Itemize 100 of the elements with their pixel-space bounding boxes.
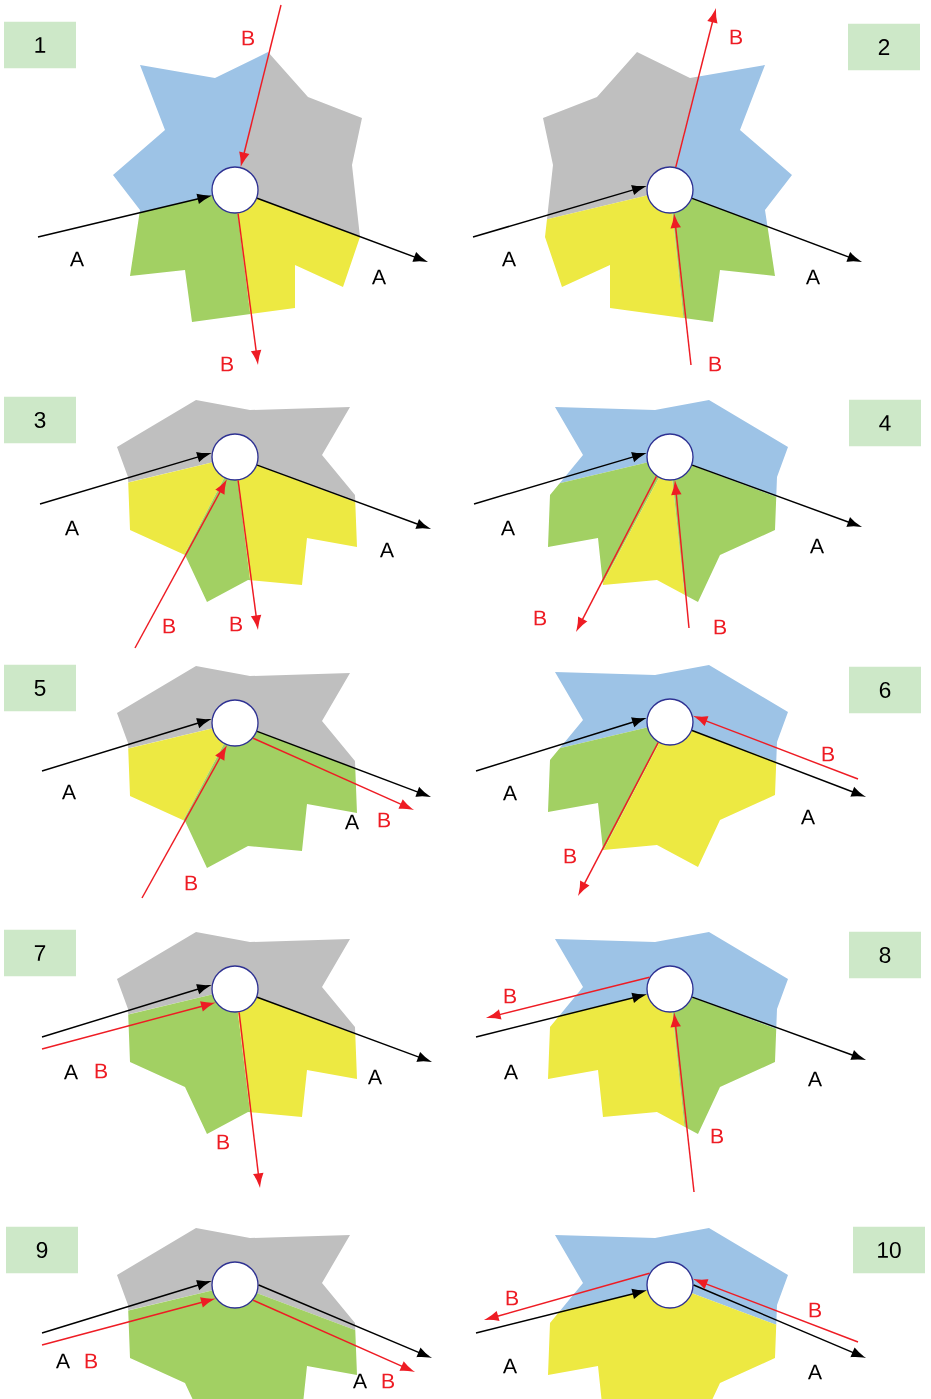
edge-label: A <box>807 1364 823 1380</box>
edge-label: B <box>163 618 175 634</box>
arrow <box>576 475 658 630</box>
edge-label: B <box>506 1290 518 1306</box>
arrow <box>486 1272 651 1321</box>
edge-label: A <box>805 269 821 285</box>
edge-label: B <box>809 1302 821 1318</box>
edge-label: B <box>230 616 242 632</box>
arrow <box>134 481 227 649</box>
arrow <box>141 747 227 899</box>
edge-label: B <box>504 988 516 1004</box>
edge-label: A <box>371 269 387 285</box>
number-box: 2 <box>848 23 920 71</box>
edge-label: A <box>55 1353 71 1369</box>
arrow <box>37 194 210 238</box>
edge-label: B <box>85 1353 97 1369</box>
edge-label: B <box>730 29 742 45</box>
arrow <box>252 737 412 810</box>
arrow <box>670 1014 695 1193</box>
edge-label: B <box>382 1373 394 1389</box>
circle <box>646 965 694 1013</box>
number-box: 1 <box>4 21 76 69</box>
arrow <box>475 717 645 772</box>
arrow <box>41 1001 214 1050</box>
edge-label: B <box>534 610 546 626</box>
arrow <box>691 464 860 527</box>
edge-label: A <box>61 784 77 800</box>
edge-label: A <box>500 520 516 536</box>
number-box: 8 <box>849 931 921 979</box>
edge-label: B <box>709 356 721 372</box>
edge-label: A <box>379 542 395 558</box>
arrow <box>256 197 426 262</box>
arrow <box>237 479 261 628</box>
circle <box>646 698 694 746</box>
arrow <box>473 452 645 505</box>
number-box: 4 <box>849 399 921 447</box>
edge-label: B <box>242 30 254 46</box>
circle <box>211 166 259 214</box>
number-box: 6 <box>849 666 921 714</box>
edge-label: A <box>352 1373 368 1389</box>
circle <box>646 1261 694 1309</box>
arrow <box>239 4 282 165</box>
edge-label: B <box>822 746 834 762</box>
arrow <box>475 1289 645 1334</box>
arrow <box>256 730 429 797</box>
arrow <box>41 1297 214 1346</box>
edge-label: A <box>69 251 85 267</box>
arrow <box>256 996 430 1062</box>
circle <box>211 433 259 481</box>
edge-label: A <box>501 251 517 267</box>
arrow <box>695 1279 859 1343</box>
number-box: 10 <box>853 1226 925 1274</box>
edge-label: A <box>503 1064 519 1080</box>
arrow <box>692 1284 864 1358</box>
edge-label: B <box>95 1063 107 1079</box>
number-box: 7 <box>4 929 76 977</box>
number-box: 5 <box>4 664 76 712</box>
edge-label: B <box>221 356 233 372</box>
edge-label: A <box>502 1358 518 1374</box>
edge-label: B <box>217 1134 229 1150</box>
arrow <box>41 1280 210 1334</box>
edge-label: A <box>809 538 825 554</box>
arrow <box>691 197 860 262</box>
arrow <box>670 215 692 366</box>
edge-label: A <box>64 520 80 536</box>
circle <box>646 433 694 481</box>
arrow <box>675 10 718 168</box>
edge-label: A <box>807 1071 823 1087</box>
arrow <box>238 1011 264 1186</box>
arrow <box>671 482 690 629</box>
edge-label: B <box>714 619 726 635</box>
circle <box>646 166 694 214</box>
arrow <box>41 718 210 772</box>
edge-label: A <box>502 785 518 801</box>
arrow <box>237 212 261 363</box>
edge-label: A <box>800 809 816 825</box>
edge-label: B <box>185 875 197 891</box>
arrow <box>691 996 864 1060</box>
arrow <box>472 185 645 238</box>
arrow <box>578 741 659 894</box>
circle <box>211 1261 259 1309</box>
edge-label: B <box>378 812 390 828</box>
circle <box>211 699 259 747</box>
edge-label: A <box>367 1069 383 1085</box>
arrow <box>41 984 210 1038</box>
edge-label: A <box>63 1064 79 1080</box>
edge-label: A <box>344 814 360 830</box>
arrow <box>695 716 859 780</box>
arrow <box>252 1299 413 1372</box>
edge-label: B <box>711 1128 723 1144</box>
circle <box>211 965 259 1013</box>
arrow <box>488 976 651 1020</box>
arrow <box>39 452 210 505</box>
arrow <box>475 993 645 1038</box>
edge-label: B <box>564 848 576 864</box>
arrow <box>257 1284 430 1358</box>
arrow <box>256 464 429 529</box>
arrow <box>691 729 864 797</box>
number-box: 3 <box>4 396 76 444</box>
number-box: 9 <box>6 1226 78 1274</box>
